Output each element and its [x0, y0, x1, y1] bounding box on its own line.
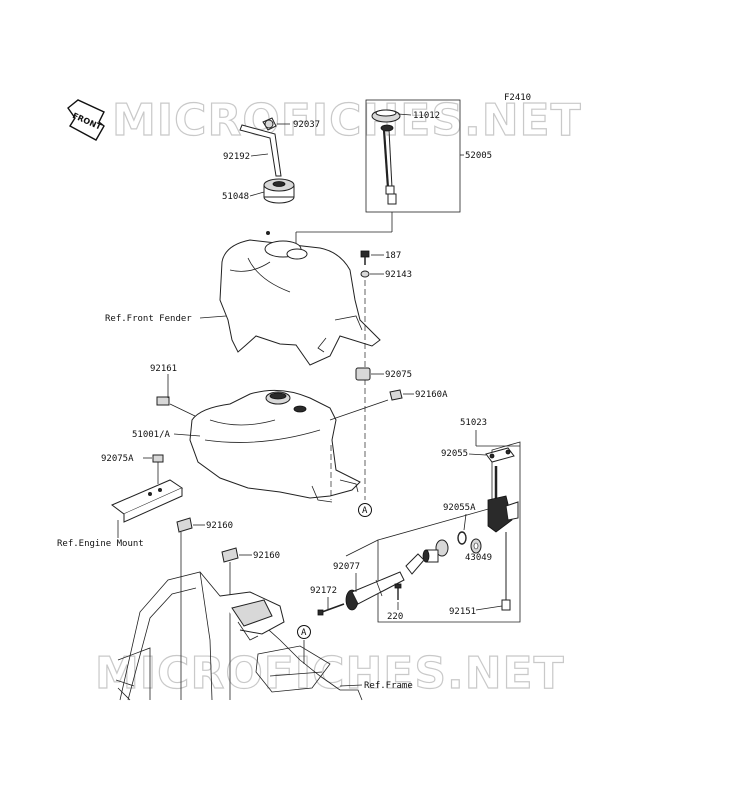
screw-icon	[317, 603, 345, 616]
grommet-icon	[156, 396, 170, 406]
part-92172: 92172	[310, 586, 337, 596]
part-52005: 52005	[465, 151, 492, 161]
part-92075A: 92075A	[101, 454, 134, 464]
part-220: 220	[387, 612, 403, 622]
fuel-tank	[189, 389, 361, 503]
filter-washer-icon	[470, 538, 482, 554]
engine-mount-bracket	[111, 462, 184, 523]
part-92192: 92192	[223, 152, 250, 162]
figure-code: F2410	[504, 93, 531, 103]
front-fender-cover	[219, 231, 381, 366]
ref-front-fender: Ref.Front Fender	[105, 314, 192, 324]
part-51001A: 51001/A	[132, 430, 171, 440]
part-92160-upper: 92160	[206, 521, 233, 531]
rubber-mount-icon	[221, 547, 239, 563]
part-92143: 92143	[385, 270, 412, 280]
ref-frame: Ref.Frame	[364, 681, 413, 691]
rubber-pad-icon	[152, 454, 164, 463]
part-92161: 92161	[150, 364, 177, 374]
part-92075: 92075	[385, 370, 412, 380]
part-92160-lower: 92160	[253, 551, 280, 561]
part-11012: 11012	[413, 111, 440, 121]
front-arrow-icon: FRONT	[67, 99, 105, 141]
o-ring-icon	[457, 531, 467, 545]
bolt-icon	[360, 250, 370, 265]
watermark-bottom: MICROFICHES.NET	[95, 648, 565, 699]
fuel-cock-group-outline	[377, 441, 521, 623]
part-92055: 92055	[441, 449, 468, 459]
part-51023: 51023	[460, 418, 487, 428]
part-92160A: 92160A	[415, 390, 448, 400]
part-92037: 92037	[293, 120, 320, 130]
part-43049: 43049	[465, 553, 492, 563]
fuel-cock-plate-icon	[485, 447, 515, 463]
part-51048: 51048	[222, 192, 249, 202]
callout-a-lower: A	[301, 628, 307, 638]
breather-hose-icon	[239, 124, 282, 177]
small-screw-icon	[394, 583, 402, 600]
collar-icon	[360, 270, 370, 278]
watermark-top: MICROFICHES.NET	[112, 95, 582, 146]
rubber-pad-icon	[389, 389, 403, 401]
fuel-cap-icon	[263, 178, 295, 204]
fuel-pipe-icon	[345, 571, 405, 611]
strainer-icon	[405, 539, 449, 575]
rubber-mount-icon	[176, 517, 193, 533]
part-92055A: 92055A	[443, 503, 476, 513]
ref-engine-mount: Ref.Engine Mount	[57, 539, 144, 549]
hose-clamp-icon	[262, 117, 277, 131]
callout-a-upper: A	[362, 506, 368, 516]
fuel-gauge-group	[365, 99, 461, 213]
rubber-damper-icon	[355, 367, 371, 381]
part-187: 187	[385, 251, 401, 261]
frame	[115, 571, 363, 701]
part-92077: 92077	[333, 562, 360, 572]
fuel-cock-body	[487, 466, 519, 611]
part-92151: 92151	[449, 607, 476, 617]
